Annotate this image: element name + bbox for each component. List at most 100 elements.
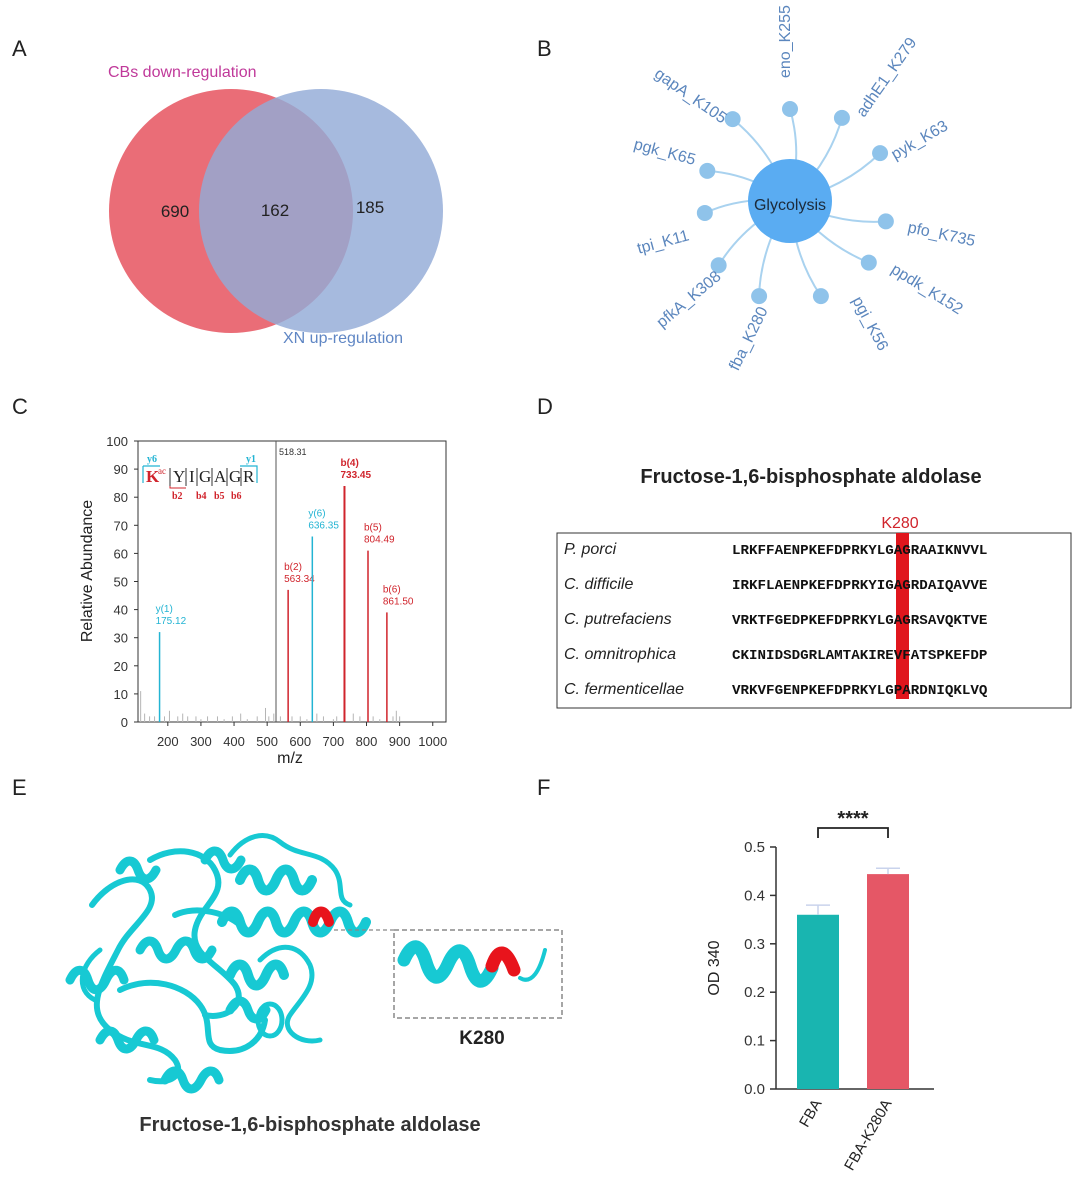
panel-letter-c: C: [12, 394, 28, 419]
acetyl-mark: ac: [158, 466, 166, 476]
alignment-sequence: CKINIDSDGRLAMTAKIREVFATSPKEFDP: [732, 648, 987, 664]
network-node: [710, 257, 727, 274]
b4-marker: b4: [196, 491, 207, 502]
b2-marker: b2: [172, 491, 183, 502]
spectrum-peaks: y(1)175.12b(2)563.34y(6)636.35b(4)733.45…: [156, 458, 414, 722]
x-tick-label: 300: [190, 734, 212, 749]
network-hub: [748, 159, 832, 243]
peak-mz-label: 804.49: [364, 535, 395, 546]
network-node-label: fba_K280: [726, 304, 771, 373]
zoom-box: [393, 929, 563, 1019]
peak-ion-label: y(6): [308, 509, 325, 520]
alignment-species: P. porci: [564, 541, 617, 558]
network-node: [872, 145, 889, 162]
peak-mz-label: 175.12: [156, 616, 187, 627]
spectrum-x-label: m/z: [277, 750, 303, 767]
network-node-label: pgi_K56: [848, 294, 891, 354]
network-node-label: tpi_K11: [635, 227, 691, 257]
alignment-species: C. difficile: [564, 576, 633, 593]
network-nodes: [696, 101, 894, 305]
y1-marker: y1: [246, 454, 256, 465]
y-tick-label: 30: [114, 631, 128, 646]
protein-structure: K280 Fructose-1,6-bisphosphate aldolase: [65, 833, 563, 1136]
alignment-site-highlight: [896, 533, 909, 699]
peak-mz-label: 636.35: [308, 521, 339, 532]
sequence-alignment: Fructose-1,6-bisphosphate aldolase K280 …: [556, 466, 1072, 709]
alignment-sequence: VRKTFGEDPKEFDPRKYLGAGRSAVQKTVE: [732, 613, 987, 629]
x-tick-label: 700: [323, 734, 345, 749]
peak-ion-label: b(5): [364, 523, 382, 534]
peak-ion-label: b(2): [284, 562, 302, 573]
bar-y-ticks: 0.00.10.20.30.40.5: [744, 839, 776, 1098]
significance-bracket: [817, 827, 889, 838]
venn-right-count: 185: [356, 198, 384, 217]
alignment-species: C. putrefaciens: [564, 611, 672, 628]
zoom-helix: [397, 940, 547, 988]
bar-y-tick-label: 0.3: [744, 936, 765, 953]
peptide-sequence: y6 y1 K ac Y I G A G R b2 b4 b5 b6: [142, 454, 258, 502]
peak-ion-label: b(4): [340, 458, 358, 469]
x-tick-label: 200: [157, 734, 179, 749]
peak-ion-label: b(6): [383, 584, 401, 595]
b5-marker: b5: [214, 491, 225, 502]
alignment-species: C. fermenticellae: [564, 681, 684, 698]
network-node: [696, 204, 713, 221]
residue-y: Y: [173, 467, 185, 486]
x-tick-label: 600: [289, 734, 311, 749]
alignment-sequence: VRKVFGENPKEFDPRKYLGPARDNIQKLVQ: [732, 683, 988, 699]
network-hub-label: Glycolysis: [754, 197, 826, 214]
venn-overlap-count: 162: [261, 201, 289, 220]
network-node: [699, 162, 716, 179]
spectrum-noise: [140, 691, 401, 722]
b-bracket: [169, 486, 186, 489]
panel-letters: A B C D E F: [12, 36, 553, 800]
network-node: [812, 288, 829, 305]
venn-right-label: XN up-regulation: [283, 330, 403, 347]
ribbon-model: [65, 833, 371, 1094]
alignment-sequence: LRKFFAENPKEFDPRKYLGAGRAAIKNVVL: [732, 543, 987, 559]
network-node: [782, 101, 798, 117]
x-tick-label: 400: [223, 734, 245, 749]
y-tick-label: 100: [106, 434, 128, 449]
bar-x-label: FBA: [796, 1097, 825, 1131]
network-node: [833, 109, 850, 126]
b6-marker: b6: [231, 491, 242, 502]
x-tick-label: 800: [356, 734, 378, 749]
bar: [867, 874, 909, 1089]
network-node-label: pyk_K63: [889, 118, 952, 164]
alignment-rows: P. porci LRKFFAENPKEFDPRKYLGAGRAAIKNVVL C.…: [564, 541, 988, 699]
panel-letter-b: B: [537, 36, 552, 61]
bar-x-label: FBA-K280A: [841, 1097, 895, 1174]
peak-mz-label: 563.34: [284, 574, 315, 585]
y-tick-label: 70: [114, 518, 128, 533]
y-tick-label: 20: [114, 659, 128, 674]
venn-right-circle: [199, 89, 443, 333]
network-node-label: eno_K255: [777, 5, 794, 78]
significance-stars: ****: [837, 808, 868, 830]
k280-site-marker: [308, 906, 334, 927]
spectrum-y-label: Relative Abundance: [79, 500, 96, 642]
venn-diagram: CBs down-regulation XN up-regulation 690…: [108, 64, 443, 347]
x-tick-label: 1000: [418, 734, 447, 749]
network-node: [860, 254, 877, 271]
network-node-label: ppdk_K152: [888, 261, 966, 318]
residue-g: G: [199, 467, 211, 486]
network-node: [724, 111, 741, 128]
y1-bracket: [240, 465, 258, 483]
bar-y-tick-label: 0.0: [744, 1081, 765, 1098]
bar-y-tick-label: 0.1: [744, 1033, 765, 1050]
residue-i: I: [189, 467, 195, 486]
alignment-site-label: K280: [881, 515, 918, 532]
network-node-label: adhE1_K279: [853, 35, 920, 121]
y6-marker: y6: [147, 454, 157, 465]
peak-ion-label: y(1): [156, 604, 173, 615]
network-node-label: pfkA_K308: [654, 268, 725, 331]
residue-k: K: [146, 467, 160, 486]
y-tick-label: 10: [114, 687, 128, 702]
structure-caption: Fructose-1,6-bisphosphate aldolase: [139, 1114, 480, 1136]
